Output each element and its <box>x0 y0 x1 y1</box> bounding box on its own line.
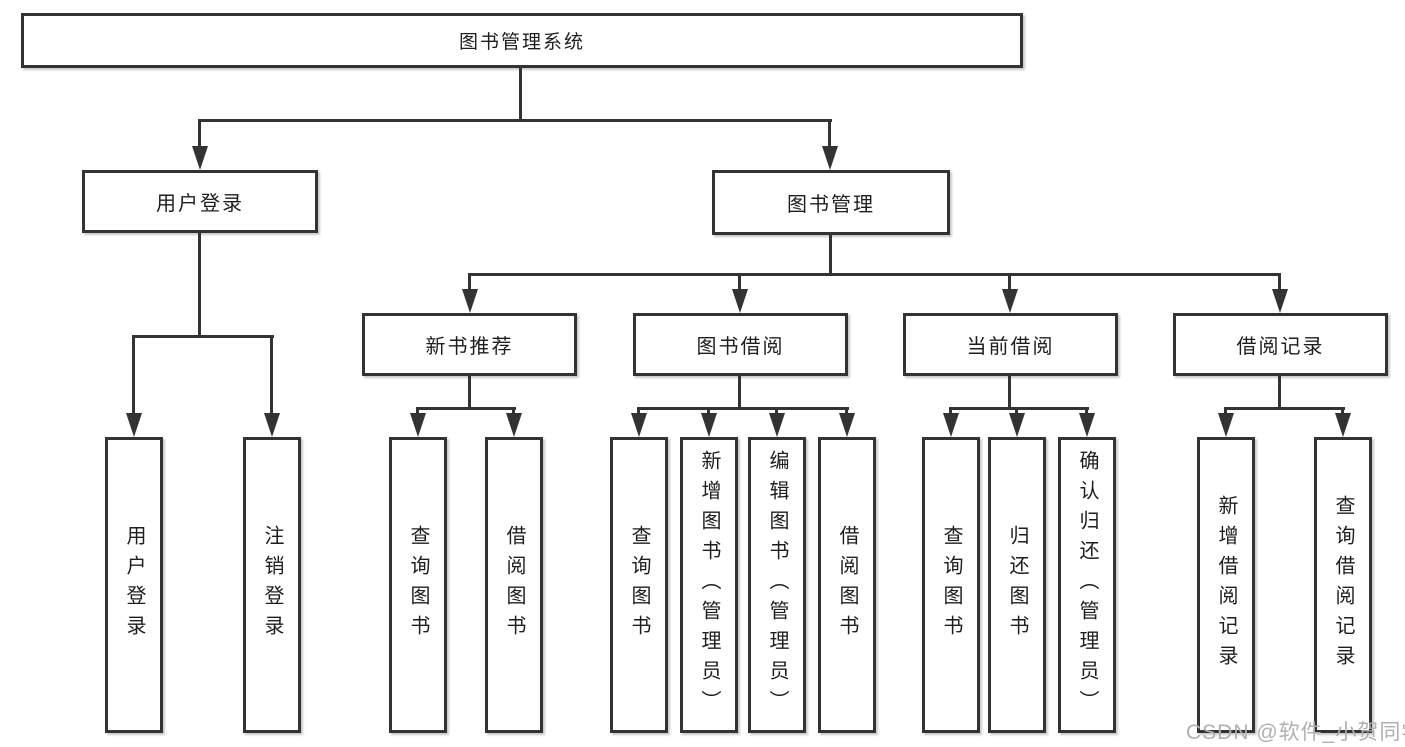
node-current-borrowing-label: 当前借阅 <box>966 336 1055 358</box>
arrow-down-icon <box>1335 413 1351 437</box>
arrow-down-icon <box>264 413 280 437</box>
connector-vline <box>1278 376 1281 407</box>
leaf-add-books-admin: 新增图书（管理员） <box>680 437 738 733</box>
connector-vline <box>1278 273 1281 293</box>
connector-vline <box>198 233 201 335</box>
leaf-borrow-books: 借阅图书 <box>818 437 876 733</box>
node-book-management-label: 图书管理 <box>787 194 875 216</box>
arrow-down-icon <box>1272 289 1288 313</box>
connector-vline <box>828 119 831 149</box>
connector-vline <box>416 407 419 417</box>
node-user-login-label: 用户登录 <box>156 193 244 215</box>
leaf-borrow-books-label: 借阅图书 <box>836 525 858 645</box>
connector-hline <box>1224 407 1345 410</box>
leaf-query-books-borrowing: 查询图书 <box>610 437 668 733</box>
arrow-down-icon <box>822 146 838 170</box>
leaf-confirm-return-admin: 确认归还（管理员） <box>1058 437 1116 733</box>
connector-vline <box>519 68 522 119</box>
leaf-logout-label: 注销登录 <box>261 525 283 645</box>
node-borrowing-records-label: 借阅记录 <box>1236 336 1325 358</box>
leaf-edit-books-admin-label: 编辑图书（管理员） <box>766 450 788 720</box>
leaf-add-borrow-record-label: 新增借阅记录 <box>1215 495 1237 675</box>
connector-vline <box>707 407 710 417</box>
connector-vline <box>829 235 832 273</box>
leaf-query-borrow-record: 查询借阅记录 <box>1314 437 1372 733</box>
leaf-user-login: 用户登录 <box>105 437 163 733</box>
node-new-book-recommendation-label: 新书推荐 <box>425 336 514 358</box>
arrow-down-icon <box>732 289 748 313</box>
connector-vline <box>1008 376 1011 407</box>
leaf-borrow-books-recommend: 借阅图书 <box>485 437 543 733</box>
leaf-confirm-return-admin-label: 确认归还（管理员） <box>1076 450 1098 720</box>
connector-vline <box>845 407 848 417</box>
node-book-management: 图书管理 <box>712 170 950 235</box>
connector-vline <box>198 119 201 149</box>
arrow-down-icon <box>410 413 426 437</box>
leaf-return-books-label: 归还图书 <box>1006 525 1028 645</box>
leaf-query-books-borrowing-label: 查询图书 <box>628 525 650 645</box>
connector-hline <box>416 407 516 410</box>
connector-hline <box>949 407 1089 410</box>
leaf-query-borrow-record-label: 查询借阅记录 <box>1332 495 1354 675</box>
leaf-query-books-recommend-label: 查询图书 <box>407 525 429 645</box>
arrow-down-icon <box>631 413 647 437</box>
leaf-query-books-current-label: 查询图书 <box>940 525 962 645</box>
csdn-watermark: CSDN @软件_小贺同学 <box>1186 721 1405 744</box>
connector-hline <box>637 407 849 410</box>
connector-vline <box>1341 407 1344 417</box>
leaf-logout: 注销登录 <box>243 437 301 733</box>
connector-hline <box>198 119 832 122</box>
connector-vline <box>949 407 952 417</box>
connector-vline <box>1085 407 1088 417</box>
connector-vline <box>775 407 778 417</box>
node-book-borrowing-label: 图书借阅 <box>696 336 785 358</box>
connector-vline <box>738 376 741 407</box>
arrow-down-icon <box>126 413 142 437</box>
connector-vline <box>637 407 640 417</box>
arrow-down-icon <box>1218 413 1234 437</box>
leaf-add-borrow-record: 新增借阅记录 <box>1197 437 1255 733</box>
arrow-down-icon <box>192 146 208 170</box>
node-book-borrowing: 图书借阅 <box>633 313 848 376</box>
arrow-down-icon <box>1002 289 1018 313</box>
leaf-edit-books-admin: 编辑图书（管理员） <box>748 437 806 733</box>
leaf-query-books-recommend: 查询图书 <box>389 437 447 733</box>
node-root-label: 图书管理系统 <box>458 32 585 53</box>
node-root: 图书管理系统 <box>21 13 1023 68</box>
arrow-down-icon <box>839 413 855 437</box>
connector-vline <box>738 273 741 293</box>
leaf-user-login-label: 用户登录 <box>123 525 145 645</box>
arrow-down-icon <box>701 413 717 437</box>
node-current-borrowing: 当前借阅 <box>903 313 1118 376</box>
leaf-borrow-books-recommend-label: 借阅图书 <box>503 525 525 645</box>
arrow-down-icon <box>1009 413 1025 437</box>
connector-vline <box>1224 407 1227 417</box>
node-user-login: 用户登录 <box>82 170 318 233</box>
connector-vline <box>270 335 273 415</box>
arrow-down-icon <box>506 413 522 437</box>
connector-hline <box>132 335 274 338</box>
node-borrowing-records: 借阅记录 <box>1173 313 1388 376</box>
connector-vline <box>1015 407 1018 417</box>
connector-vline <box>468 273 471 293</box>
connector-vline <box>132 335 135 415</box>
connector-hline <box>468 273 1281 276</box>
arrow-down-icon <box>1079 413 1095 437</box>
arrow-down-icon <box>943 413 959 437</box>
arrow-down-icon <box>462 289 478 313</box>
connector-vline <box>468 376 471 407</box>
arrow-down-icon <box>769 413 785 437</box>
leaf-return-books: 归还图书 <box>988 437 1046 733</box>
node-new-book-recommendation: 新书推荐 <box>362 313 577 376</box>
connector-vline <box>512 407 515 417</box>
connector-vline <box>1008 273 1011 293</box>
leaf-add-books-admin-label: 新增图书（管理员） <box>698 450 720 720</box>
leaf-query-books-current: 查询图书 <box>922 437 980 733</box>
